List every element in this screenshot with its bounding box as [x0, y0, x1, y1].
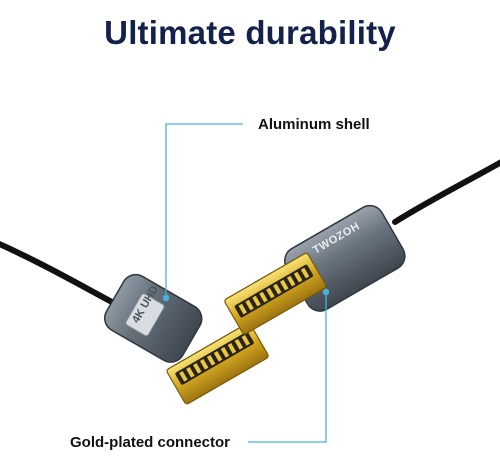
- left-logo-plate: [125, 293, 165, 337]
- gold-plated-connector-label: Gold-plated connector: [70, 434, 231, 451]
- right-gold-plug: [224, 252, 327, 335]
- left-cable: [0, 240, 115, 305]
- page-title: Ultimate durability: [104, 14, 396, 51]
- left-connector: [104, 273, 203, 363]
- right-cable: [392, 159, 500, 225]
- left-gold-plug: [166, 322, 269, 405]
- callout-top: [162, 123, 243, 302]
- callout-bottom: [248, 288, 330, 443]
- aluminum-shell-label: Aluminum shell: [258, 116, 370, 133]
